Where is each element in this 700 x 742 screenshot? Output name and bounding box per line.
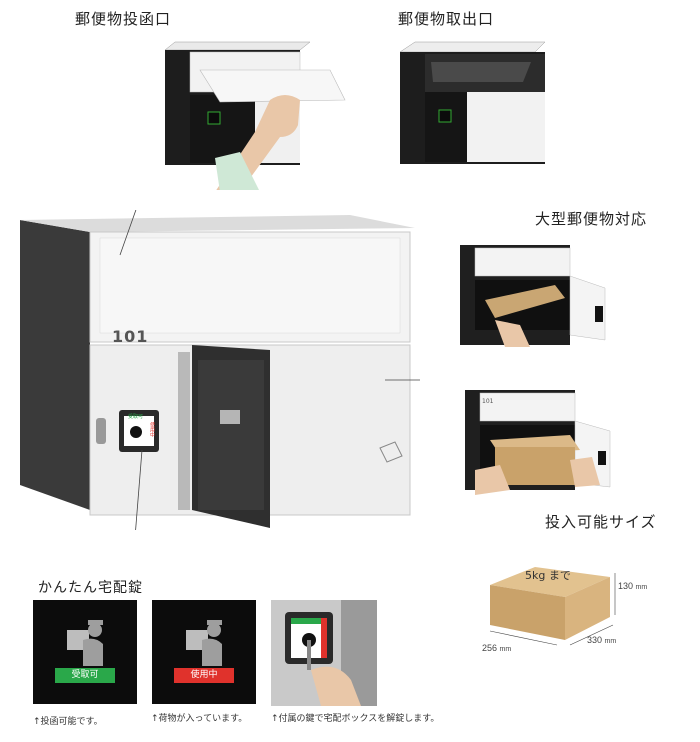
lock-side-label: 使用中 — [149, 422, 155, 437]
caption-available: ↑投函可能です。 — [33, 717, 103, 727]
parcel-depth: 256 mm — [482, 643, 511, 653]
badge-in-use: 使用中 — [174, 668, 234, 683]
small-box-unit: 101 — [482, 398, 494, 405]
caption-in-use: ↑荷物が入っています。 — [151, 714, 248, 724]
heading-lock: かんたん宅配錠 — [38, 580, 143, 596]
parcel-height: 130 mm — [618, 581, 647, 591]
delivery-person-icon — [186, 620, 222, 666]
parcel-width: 330 mm — [587, 635, 616, 645]
photo-large-mail-envelope — [460, 245, 606, 347]
photo-large-mail-box — [465, 390, 611, 495]
heading-size: 投入可能サイズ — [545, 513, 657, 531]
photo-key-unlock — [271, 600, 377, 706]
parcel-depth-unit: mm — [499, 646, 512, 653]
main-delivery-box — [20, 210, 420, 530]
lock-top-label: 受取可 — [128, 414, 144, 420]
parcel-diagram — [489, 567, 616, 646]
photo-mail-insertion — [164, 41, 346, 190]
lock-state-in-use: 使用中 — [152, 600, 256, 704]
caption-unlock: ↑付属の鍵で宅配ボックスを解錠します。 — [271, 714, 440, 724]
parcel-height-unit: mm — [635, 584, 648, 591]
parcel-depth-value: 256 — [482, 643, 498, 653]
parcel-width-unit: mm — [604, 638, 617, 645]
heading-slot-in: 郵便物投函口 — [75, 10, 172, 28]
unit-number: 101 — [112, 327, 149, 346]
parcel-width-value: 330 — [587, 635, 603, 645]
lock-state-available: 受取可 — [33, 600, 137, 704]
delivery-person-icon — [67, 620, 103, 666]
parcel-height-value: 130 — [618, 581, 634, 591]
badge-available: 受取可 — [55, 668, 115, 683]
parcel-weight-label: 5kg まで — [525, 569, 571, 582]
heading-slot-out: 郵便物取出口 — [398, 10, 495, 28]
heading-large-mail: 大型郵便物対応 — [535, 210, 648, 228]
photo-mail-removal — [399, 41, 546, 164]
